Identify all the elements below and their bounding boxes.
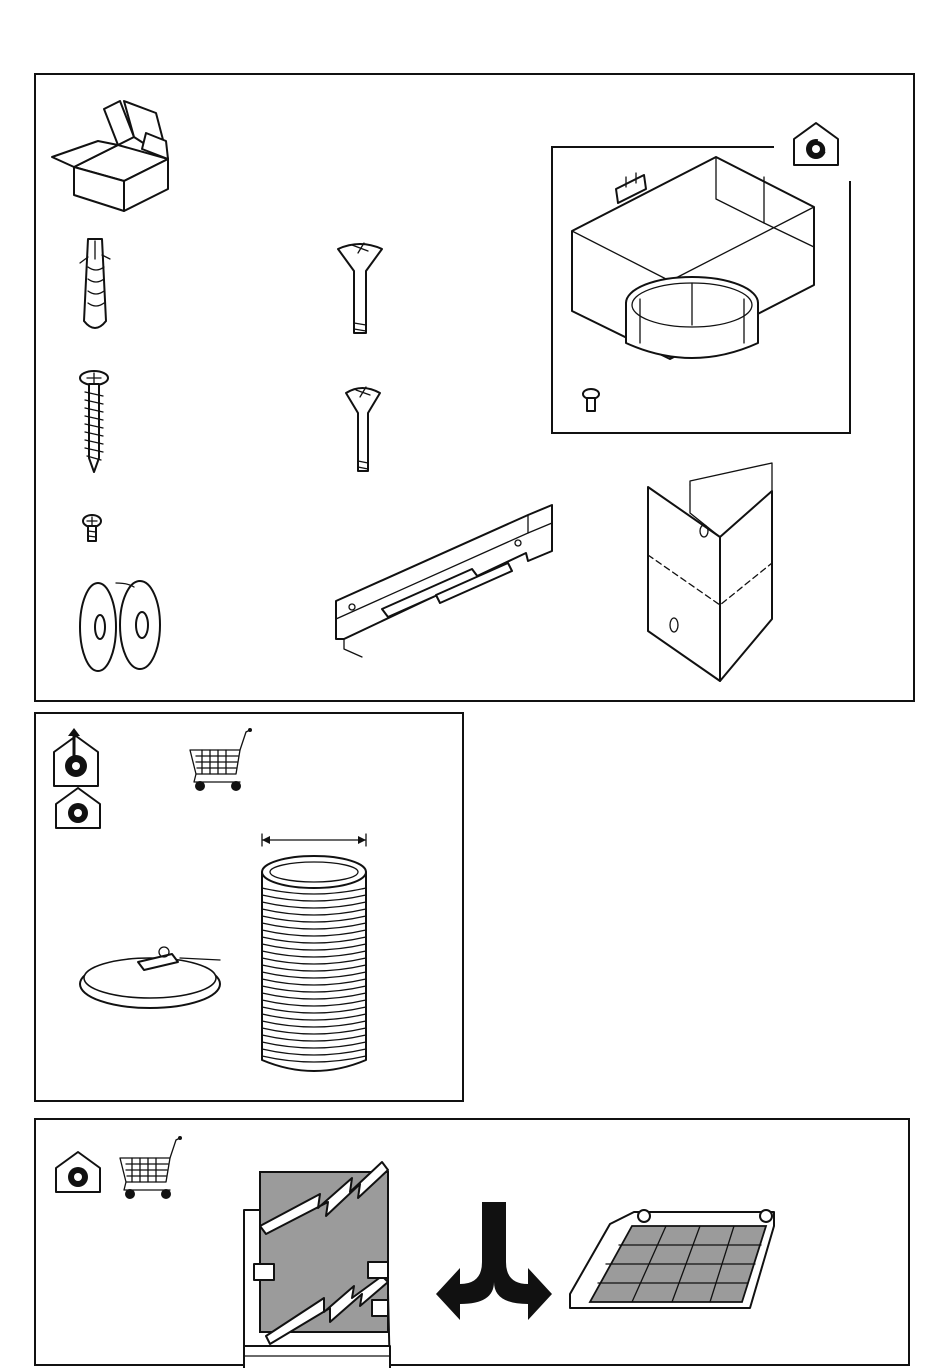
countersunk-screw xyxy=(338,243,382,333)
small-screw xyxy=(83,515,101,541)
accessories-panel xyxy=(34,712,464,1102)
kit-contents-panel xyxy=(34,73,915,702)
carbon-filter-panel xyxy=(34,1118,910,1366)
extraction-mode-icon xyxy=(54,728,98,786)
wood-screw xyxy=(80,371,108,472)
chimney-corner-bracket xyxy=(648,463,772,681)
air-deflector-box xyxy=(552,147,917,433)
hose-clamp xyxy=(80,947,220,1008)
split-arrow xyxy=(436,1202,552,1320)
washers xyxy=(80,581,160,671)
recirculation-mode-icon xyxy=(794,123,838,165)
countersunk-screw xyxy=(346,387,380,471)
open-box-icon xyxy=(52,101,168,211)
small-screw xyxy=(583,389,599,411)
shopping-cart-icon xyxy=(120,1136,182,1199)
recirculation-mode-icon xyxy=(56,788,100,828)
recirculation-mode-icon xyxy=(56,1152,100,1192)
flexible-duct xyxy=(262,834,366,1071)
mounting-bracket xyxy=(336,505,552,657)
wall-plug xyxy=(80,239,110,328)
charcoal-filter-cassette xyxy=(244,1162,390,1368)
shopping-cart-icon xyxy=(190,728,252,791)
charcoal-filter-panel xyxy=(570,1210,774,1308)
